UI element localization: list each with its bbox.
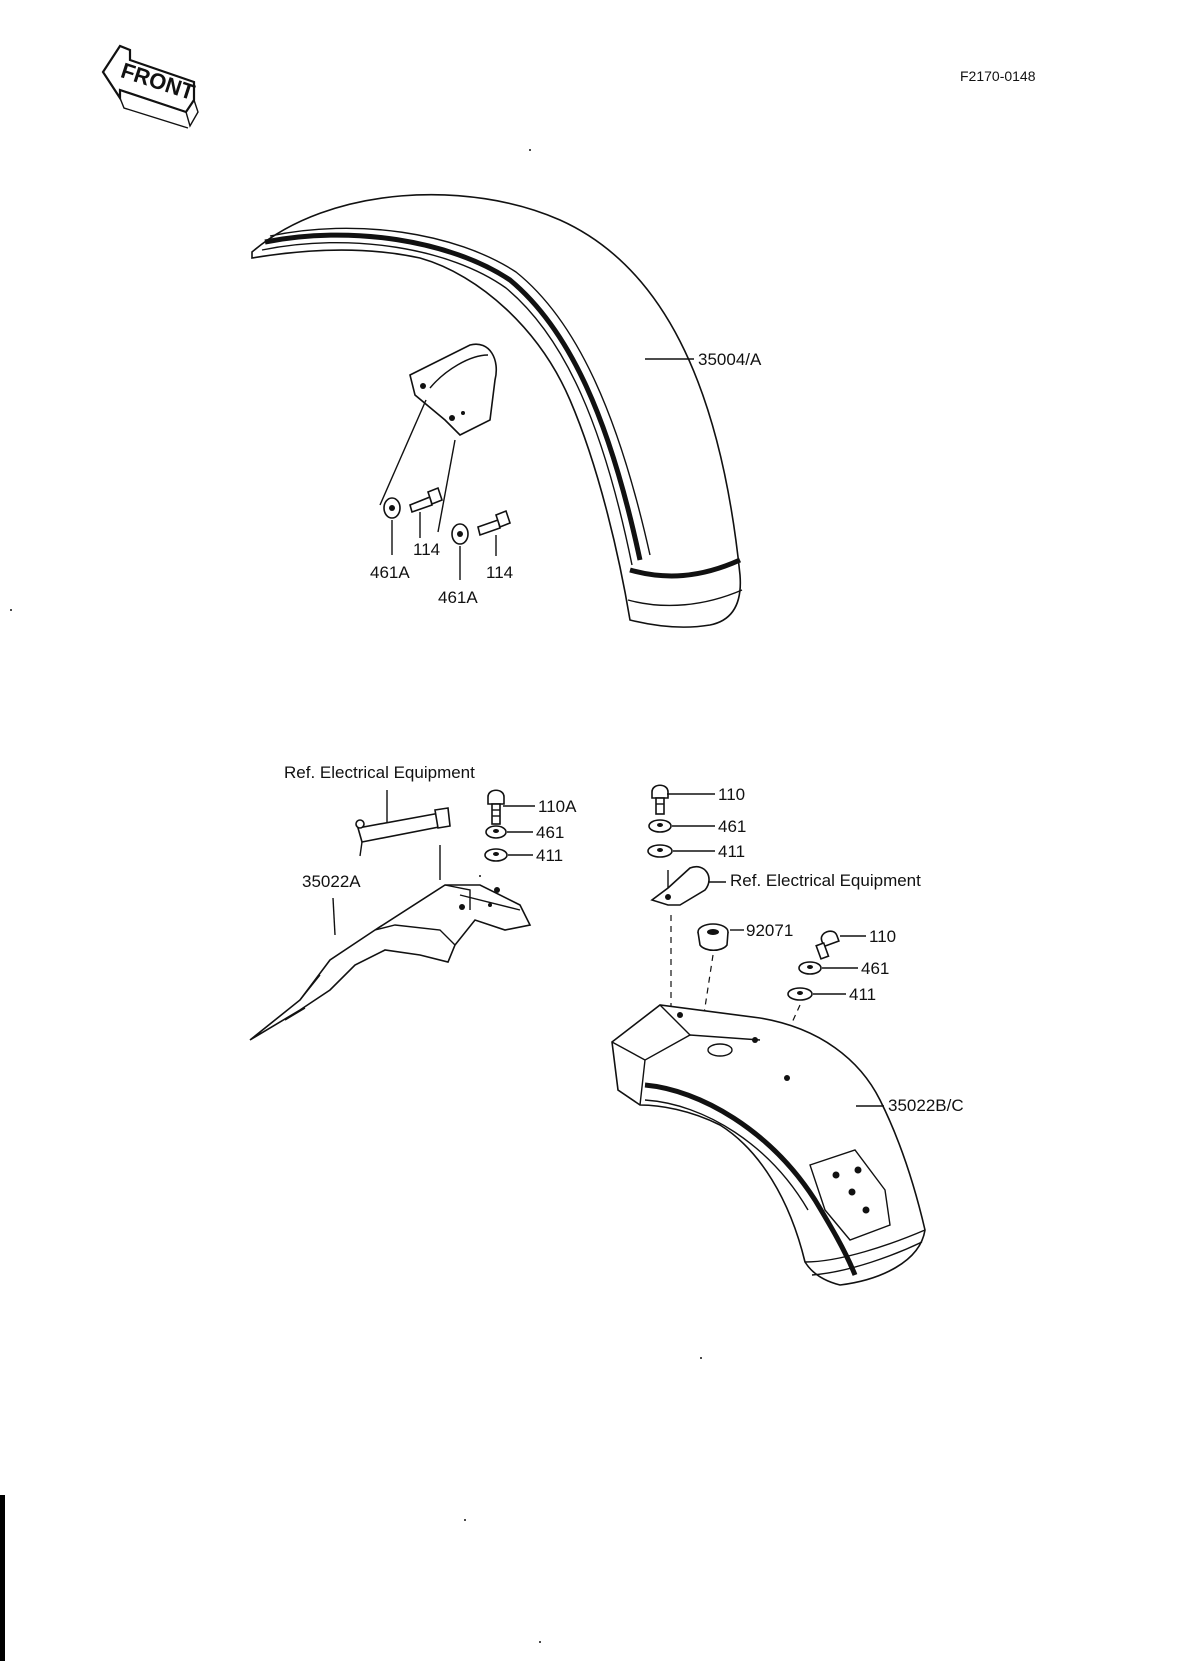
rear-lower-washer-label: 411: [849, 985, 876, 1004]
rear-inner-washer-411: [484, 848, 533, 862]
front-washer-label-2: 461A: [438, 588, 478, 607]
rear-inner-bolt-label: 110A: [538, 797, 577, 816]
front-fender-fastener-set-1: [379, 399, 443, 555]
rear-inner-fender: [249, 884, 532, 1041]
rear-inner-bolt-110a: [487, 789, 535, 825]
rear-inner-fender-label: 35022A: [302, 872, 361, 891]
rear-fender: [611, 1004, 926, 1286]
rear-fender-part-label: 35022B/C: [888, 1096, 964, 1115]
grommet-92071: [697, 923, 744, 952]
rear-inner-washer-label: 411: [536, 846, 563, 865]
rear-upper-washer-label: 411: [718, 842, 745, 861]
grommet-label: 92071: [746, 921, 793, 940]
bolt-114-left: [409, 495, 433, 514]
rear-upper-bolt-label: 110: [718, 785, 745, 804]
front-fender-part-label: 35004/A: [698, 350, 762, 369]
rear-lower-bolt-label: 110: [869, 927, 896, 946]
rear-inner-ref-note: Ref. Electrical Equipment: [284, 763, 475, 782]
rear-upper-bolt-110: [651, 784, 715, 815]
bolt-114-right: [477, 518, 501, 537]
rear-lower-washer-411: [787, 987, 846, 1001]
rear-inner-lock-washer-label: 461: [536, 823, 564, 842]
front-fender-fastener-set-2: [437, 439, 511, 580]
rear-fender-ref-note: Ref. Electrical Equipment: [730, 871, 921, 890]
figure-code: F2170-0148: [960, 68, 1036, 84]
rear-lower-lock-washer-461: [798, 961, 858, 975]
rear-upper-lock-washer-label: 461: [718, 817, 746, 836]
scan-edge-mark: [0, 1495, 5, 1661]
electrical-clamp: [650, 865, 726, 906]
rear-lower-lock-washer-label: 461: [861, 959, 889, 978]
front-fender: [251, 193, 743, 628]
rear-upper-washer-411: [647, 844, 715, 858]
rear-inner-lock-washer-461: [485, 825, 533, 839]
front-badge-text: FRONT: [118, 58, 198, 105]
electrical-bracket-arm: [355, 807, 451, 857]
rear-upper-lock-washer-461: [648, 819, 715, 833]
front-washer-label-1: 461A: [370, 563, 410, 582]
front-bolt-label-1: 114: [413, 540, 440, 559]
rear-lower-bolt-110: [815, 930, 866, 960]
front-direction-badge: FRONT: [101, 44, 199, 129]
front-bolt-label-2: 114: [486, 563, 513, 582]
